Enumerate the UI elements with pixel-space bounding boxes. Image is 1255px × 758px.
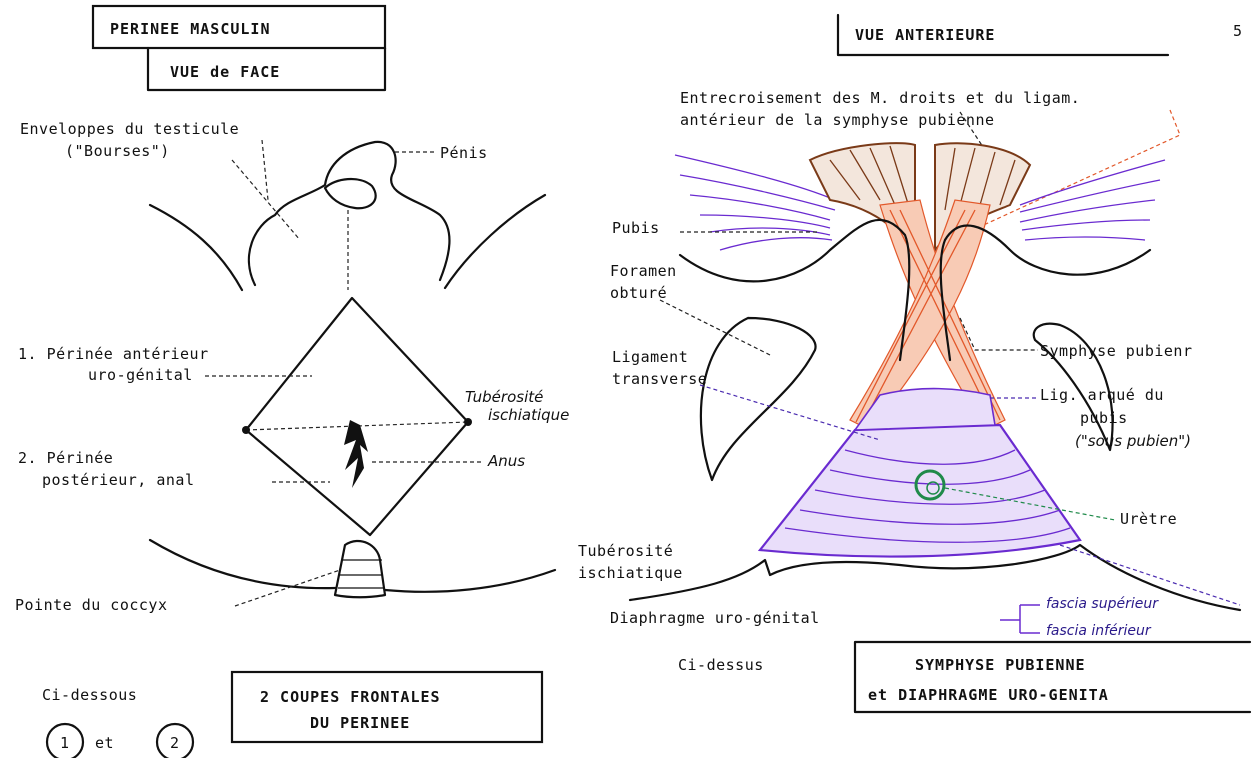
right-title: VUE ANTERIEURE [855, 26, 995, 44]
circle-2-text: 2 [170, 734, 180, 752]
thigh-right-outline [445, 195, 545, 288]
label-lig-arque-3: ("sous pubien") [1075, 432, 1191, 450]
label-entrecroisement-2: antérieur de la symphyse pubienne [680, 111, 995, 129]
label-ligament-1: Ligament [612, 348, 688, 366]
diaphragme-bracket [1000, 605, 1040, 633]
scrotum-outline [249, 142, 450, 285]
label-lig-arque-1: Lig. arqué du [1040, 386, 1164, 404]
right-ci-dessus: Ci-dessus [678, 656, 764, 674]
pubis-left-outline [680, 220, 909, 360]
label-anus: Anus [487, 452, 525, 470]
left-ischial-point [242, 426, 250, 434]
label-lig-arque-2: pubis [1080, 409, 1128, 427]
label-foramen-1: Foramen [610, 262, 677, 280]
leader-symphyse [960, 318, 1038, 350]
circle-1-text: 1 [60, 734, 70, 752]
left-title: PERINEE MASCULIN [110, 20, 271, 38]
coccyx-shape [335, 541, 385, 597]
page-number: 5 [1233, 22, 1243, 40]
penis-outline [325, 179, 376, 208]
thigh-left-outline [150, 205, 242, 290]
leader-enveloppes-2 [262, 140, 268, 200]
label-tuberosite-right-1: Tubérosité [578, 542, 673, 560]
label-enveloppes-1: Enveloppes du testicule [20, 120, 239, 138]
label-tuberosite-2: ischiatique [488, 406, 569, 424]
label-coccyx: Pointe du coccyx [15, 596, 168, 614]
left-ci-dessous: Ci-dessous [42, 686, 137, 704]
right-panel: VUE ANTERIEURE 5 Entrecroisement des M. … [578, 15, 1250, 712]
label-entrecroisement-1: Entrecroisement des M. droits et du liga… [680, 89, 1080, 107]
uro-genital-diaphragm [760, 389, 1080, 557]
label-fascia-inf: fascia inférieur [1046, 623, 1152, 639]
label-perinee-ant-1: 1. Périnée antérieur [18, 345, 209, 363]
right-bottom-box-2: et DIAPHRAGME URO-GENITA [868, 686, 1109, 704]
leader-foramen [660, 300, 770, 355]
buttock-outline [150, 540, 555, 592]
label-perinee-post-1: 2. Périnée [18, 449, 113, 467]
label-penis: Pénis [440, 144, 488, 162]
label-tuberosite-1: Tubérosité [465, 388, 543, 406]
left-bottom-box-2: DU PERINEE [310, 714, 410, 732]
label-fascia-sup: fascia supérieur [1046, 596, 1159, 612]
perineum-diamond [246, 298, 468, 535]
label-perinee-ant-2: uro-génital [88, 366, 193, 384]
right-bottom-box-1: SYMPHYSE PUBIENNE [915, 656, 1086, 674]
label-perinee-post-2: postérieur, anal [42, 471, 195, 489]
label-enveloppes-2: ("Bourses") [65, 142, 170, 160]
coccyx-segments [338, 560, 384, 588]
left-bottom-box-1: 2 COUPES FRONTALES [260, 688, 441, 706]
anus-mark [344, 420, 368, 488]
foramen-left [701, 318, 816, 480]
left-panel: PERINEE MASCULIN VUE de FACE Enveloppes … [15, 6, 569, 758]
label-ligament-2: transverse [612, 370, 707, 388]
label-uretre: Urètre [1120, 510, 1177, 528]
right-ischial-point [464, 418, 472, 426]
label-symphyse: Symphyse pubienr [1040, 342, 1193, 360]
label-foramen-2: obturé [610, 284, 667, 302]
label-diaphragme: Diaphragme uro-génital [610, 609, 820, 627]
label-pubis: Pubis [612, 219, 660, 237]
leader-enveloppes-1 [232, 160, 300, 240]
label-et: et [95, 734, 114, 752]
label-tuberosite-right-2: ischiatique [578, 564, 683, 582]
left-subtitle: VUE de FACE [170, 63, 280, 81]
